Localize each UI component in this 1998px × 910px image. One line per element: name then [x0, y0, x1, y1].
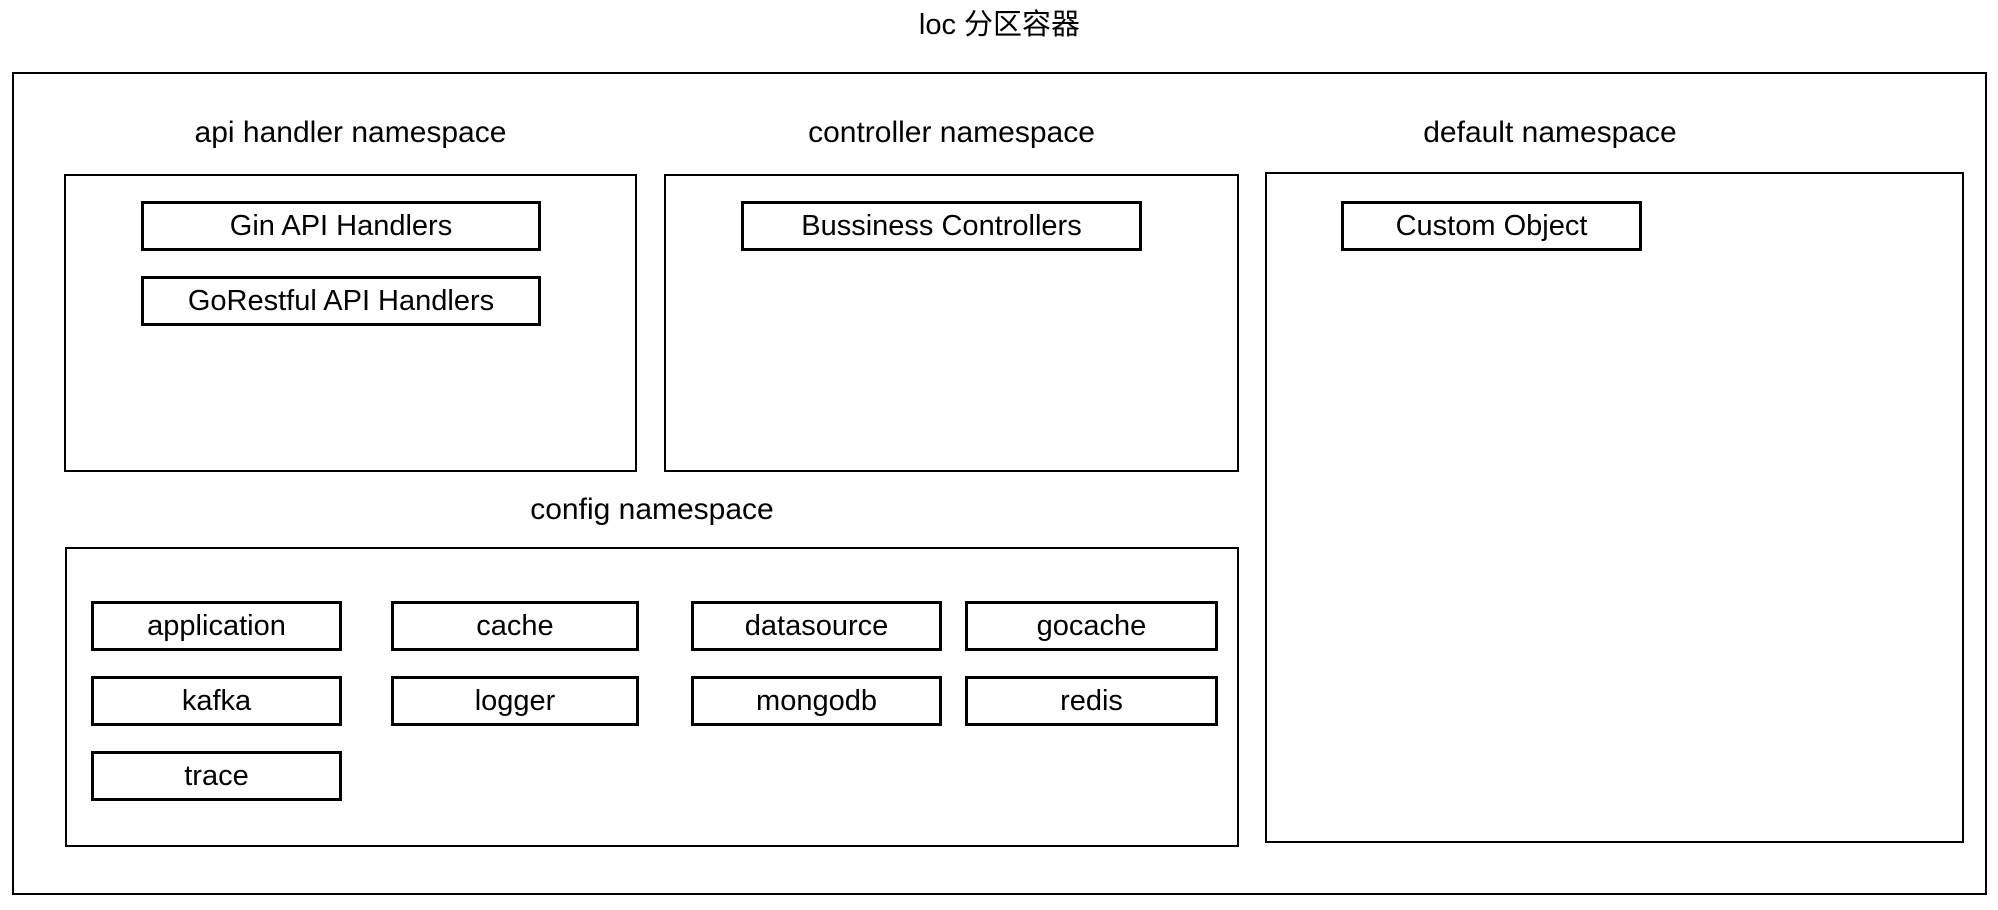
node-config-gocache: gocache [965, 601, 1218, 651]
node-bussiness-controllers: Bussiness Controllers [741, 201, 1142, 251]
namespace-label-controller: controller namespace [808, 116, 1095, 149]
node-config-logger: logger [391, 676, 639, 726]
namespace-box-config: application cache datasource gocache kaf… [65, 547, 1239, 847]
namespace-box-controller: Bussiness Controllers [664, 174, 1239, 472]
node-config-datasource: datasource [691, 601, 942, 651]
node-gorestful-api-handlers: GoRestful API Handlers [141, 276, 541, 326]
node-config-trace: trace [91, 751, 342, 801]
namespace-box-api-handler: Gin API Handlers GoRestful API Handlers [64, 174, 637, 472]
node-gin-api-handlers: Gin API Handlers [141, 201, 541, 251]
namespace-label-default: default namespace [1423, 116, 1677, 149]
node-config-cache: cache [391, 601, 639, 651]
node-config-kafka: kafka [91, 676, 342, 726]
namespace-box-default: Custom Object [1265, 172, 1964, 843]
loc-partition-container: api handler namespace Gin API Handlers G… [12, 72, 1987, 895]
namespace-label-config: config namespace [530, 493, 774, 526]
diagram-title: loc 分区容器 [918, 9, 1081, 41]
node-config-redis: redis [965, 676, 1218, 726]
node-config-application: application [91, 601, 342, 651]
node-config-mongodb: mongodb [691, 676, 942, 726]
node-custom-object: Custom Object [1341, 201, 1642, 251]
namespace-label-api-handler: api handler namespace [194, 116, 507, 149]
